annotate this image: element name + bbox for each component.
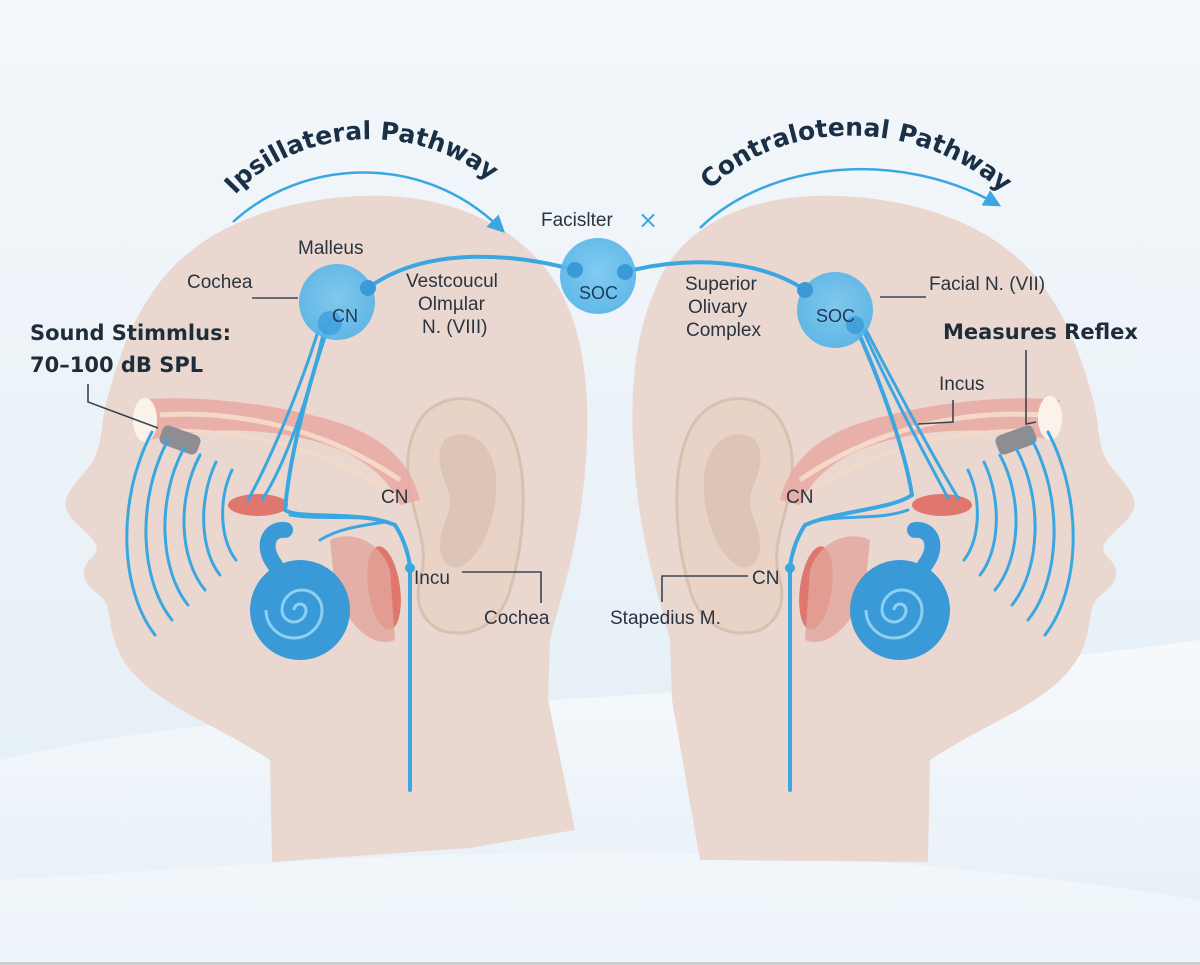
right-nerve-junction — [785, 563, 795, 573]
label-cochea-top: Cochea — [187, 272, 253, 293]
label-vestibular-2: Olmµlar — [418, 294, 486, 315]
right-probe — [995, 425, 1037, 455]
center-soc-node[interactable]: SOC — [560, 238, 636, 314]
left-cochlea — [250, 521, 350, 660]
leader-cn-right — [661, 575, 748, 602]
label-incu: Incu — [414, 568, 450, 589]
right-cochlea — [850, 521, 950, 660]
left-cn-node[interactable]: CN — [299, 264, 376, 340]
label-malleus: Malleus — [298, 238, 363, 259]
contralateral-title: Contralotenal Pathway — [694, 112, 1017, 197]
label-cochea-bottom: Cochea — [484, 608, 550, 629]
cross-midline-nerve — [366, 254, 807, 292]
left-probe — [159, 425, 201, 455]
right-muscle-shadow — [805, 536, 870, 642]
left-cn-node-label: CN — [332, 306, 358, 326]
left-sound-waves — [125, 430, 238, 637]
right-head-silhouette — [632, 195, 1135, 862]
stimulus-line-2: 70–100 dB SPL — [30, 353, 203, 377]
left-ear-canal — [140, 398, 420, 505]
label-cn-right-lower: CN — [752, 568, 779, 589]
ipsilateral-title: Ipsillateral Pathway — [219, 116, 504, 199]
right-ear-canal — [780, 398, 1060, 505]
right-tensor-muscle — [912, 494, 972, 516]
label-vestibular-1: Vestcoucul — [406, 271, 498, 292]
left-head-silhouette — [65, 195, 588, 862]
bottom-divider — [0, 962, 1200, 965]
center-top-label: Facislter — [541, 210, 613, 231]
leader-incus — [917, 400, 954, 425]
label-vestibular-3: N. (VIII) — [422, 317, 487, 338]
label-superior-1: Superior — [685, 274, 757, 295]
center-soc-node-label: SOC — [579, 283, 618, 303]
background-wave — [0, 852, 1200, 965]
right-eardrum — [1038, 396, 1062, 440]
right-nerve-fibers — [788, 323, 960, 792]
right-head — [632, 195, 1135, 862]
right-ear-inner — [703, 434, 761, 568]
left-nerve-junction — [405, 563, 415, 573]
label-cn-right-upper: CN — [786, 487, 813, 508]
ipsilateral-arrow — [232, 171, 506, 233]
label-superior-2: Olivary — [688, 297, 748, 318]
label-measures-reflex: Measures Reflex — [943, 320, 1138, 344]
leader-stimulus — [87, 384, 159, 429]
right-soc-node[interactable]: SOC — [797, 272, 873, 348]
leader-incu — [462, 571, 542, 603]
label-superior-3: Complex — [686, 320, 761, 341]
left-tensor-muscle — [228, 494, 288, 516]
left-ear-canal-stripe — [169, 428, 396, 497]
close-icon[interactable]: × — [638, 206, 658, 234]
contralateral-arrow — [699, 167, 1002, 229]
left-nerve-fibers — [246, 318, 412, 792]
label-cn-left-lower: CN — [381, 487, 408, 508]
right-soc-node-label: SOC — [816, 306, 855, 326]
left-head — [65, 195, 588, 862]
leader-measures — [1025, 350, 1037, 425]
label-incus: Incus — [939, 374, 984, 395]
label-facial-nerve: Facial N. (VII) — [929, 274, 1045, 295]
right-sound-waves — [962, 430, 1075, 637]
left-ear-inner — [439, 434, 497, 568]
left-muscle-shadow — [330, 536, 395, 642]
right-ear-canal-stripe — [798, 411, 1041, 483]
stimulus-line-1: Sound Stimmlus: — [30, 321, 231, 345]
label-stapedius: Stapedius M. — [610, 608, 721, 629]
left-ear-canal-stripe — [159, 411, 402, 483]
